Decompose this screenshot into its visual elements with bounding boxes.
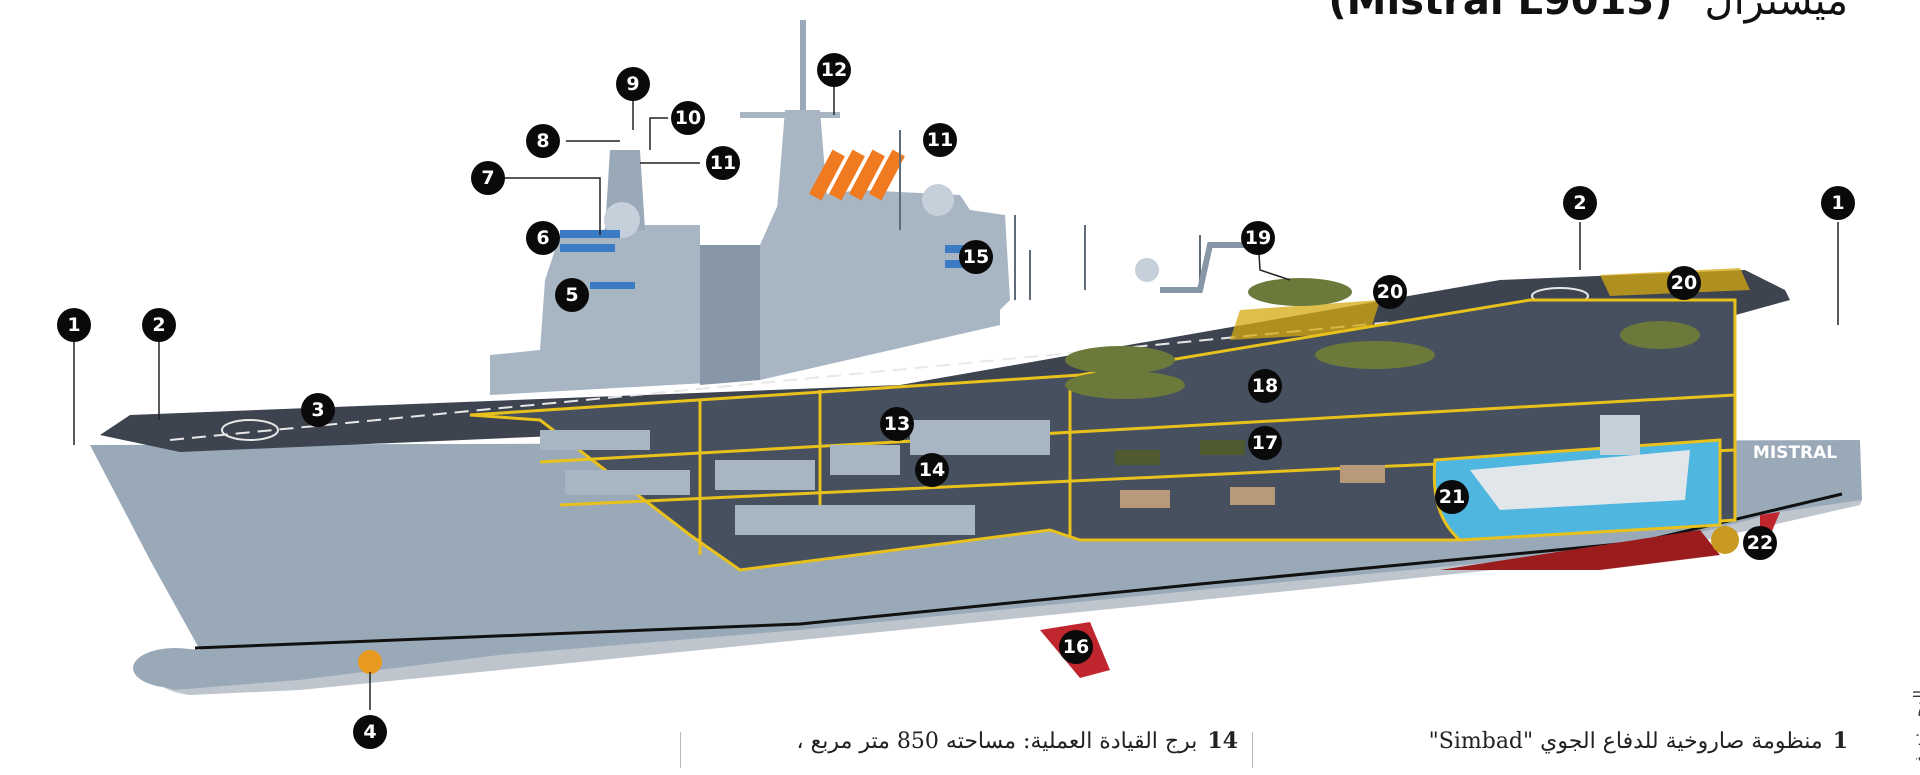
title-latin: (Mistral L9013) <box>1328 0 1673 24</box>
callout-8: 8 <box>526 124 560 158</box>
radome-1 <box>604 202 640 238</box>
callout-3: 3 <box>301 393 335 427</box>
svg-text:2: 2 <box>1573 192 1586 214</box>
callout-20a: 20 <box>1373 275 1407 309</box>
callout-11b: 11 <box>923 123 957 157</box>
legend-item-14: 14 برج القيادة العملية: مساحته 850 متر مر… <box>797 728 1239 754</box>
callout-2b: 2 <box>1563 186 1597 220</box>
radar-array <box>809 149 905 201</box>
svg-text:12: 12 <box>821 59 847 81</box>
svg-text:3: 3 <box>311 399 324 421</box>
main-mast <box>800 20 806 120</box>
svg-text:13: 13 <box>884 413 910 435</box>
bulbous-bow <box>133 648 217 688</box>
callout-22: 22 <box>1743 526 1777 560</box>
callout-21: 21 <box>1435 480 1469 514</box>
diagram-title: ميسترال (Mistral L9013) <box>1328 0 1848 24</box>
legend-item-14-number: 14 <box>1207 728 1238 754</box>
svg-text:20: 20 <box>1671 272 1697 294</box>
legend-item-1-text: منظومة صاروخية للدفاع الجوي "Simbad" <box>1428 729 1823 754</box>
callout-20b: 20 <box>1667 266 1701 300</box>
legend-separator-2 <box>680 732 681 768</box>
legend-item-14-text: برج القيادة العملية: مساحته 850 متر مربع… <box>796 729 1198 754</box>
callout-14: 14 <box>915 453 949 487</box>
bridge-windows <box>560 230 965 289</box>
svg-text:19: 19 <box>1245 227 1271 249</box>
callout-11a: 11 <box>706 146 740 180</box>
stern-propeller <box>1711 526 1739 554</box>
svg-text:18: 18 <box>1252 375 1278 397</box>
callout-4: 4 <box>353 715 387 749</box>
svg-text:1: 1 <box>1831 192 1844 214</box>
svg-text:2: 2 <box>152 314 165 336</box>
callouts: 1 1 2 2 3 4 5 6 7 8 9 10 11 11 12 13 14 … <box>57 53 1855 749</box>
svg-text:1: 1 <box>67 314 80 336</box>
svg-text:22: 22 <box>1747 532 1773 554</box>
svg-text:5: 5 <box>565 284 578 306</box>
bow-thruster <box>358 650 382 674</box>
landing-craft <box>1470 450 1690 510</box>
svg-text:8: 8 <box>536 130 549 152</box>
author-credit: المحرر: سفير <box>1910 690 1920 775</box>
deck-crane <box>1160 242 1260 293</box>
callout-1b: 1 <box>1821 186 1855 220</box>
callout-16: 16 <box>1059 630 1093 664</box>
leader-lines <box>73 68 1839 710</box>
title-arabic: ميسترال <box>1704 0 1849 24</box>
legend-separator-1 <box>1252 732 1253 768</box>
svg-text:7: 7 <box>481 167 494 189</box>
mast-tower <box>775 110 830 235</box>
svg-text:17: 17 <box>1252 432 1278 454</box>
callout-17: 17 <box>1248 426 1282 460</box>
helicopters <box>1065 278 1700 399</box>
callout-13: 13 <box>880 407 914 441</box>
legend-item-1: 1 منظومة صاروخية للدفاع الجوي "Simbad" <box>1429 728 1848 754</box>
mast-yard <box>740 112 840 118</box>
radome-3 <box>1135 258 1159 282</box>
callout-9: 9 <box>616 67 650 101</box>
landing-craft-tower <box>1600 415 1640 455</box>
callout-19: 19 <box>1241 221 1275 255</box>
svg-text:4: 4 <box>363 721 376 743</box>
radome-2 <box>922 184 954 216</box>
svg-text:20: 20 <box>1377 281 1403 303</box>
callout-10: 10 <box>671 101 705 135</box>
svg-text:21: 21 <box>1439 486 1465 508</box>
svg-text:6: 6 <box>536 227 549 249</box>
svg-text:16: 16 <box>1063 636 1089 658</box>
ship-name-label: MISTRAL <box>1753 443 1837 463</box>
svg-text:14: 14 <box>919 459 945 481</box>
callout-18: 18 <box>1248 369 1282 403</box>
deck-centerline <box>169 299 1621 441</box>
callout-5: 5 <box>555 278 589 312</box>
svg-text:15: 15 <box>963 246 989 268</box>
deck-landing-spot-1 <box>221 419 279 441</box>
callout-7: 7 <box>471 161 505 195</box>
svg-text:11: 11 <box>927 129 953 151</box>
callout-6: 6 <box>526 221 560 255</box>
interior-cutaway <box>469 298 1737 572</box>
legend-item-1-number: 1 <box>1832 728 1848 754</box>
island-shadow <box>700 245 760 385</box>
hull-keel <box>1440 530 1720 570</box>
callout-1a: 1 <box>57 308 91 342</box>
callout-15: 15 <box>959 240 993 274</box>
svg-text:9: 9 <box>626 73 639 95</box>
svg-text:11: 11 <box>710 152 736 174</box>
callout-12: 12 <box>817 53 851 87</box>
accommodation-rooms <box>540 420 1050 535</box>
svg-text:10: 10 <box>675 107 701 129</box>
callout-2a: 2 <box>142 308 176 342</box>
vehicles <box>1115 440 1385 508</box>
